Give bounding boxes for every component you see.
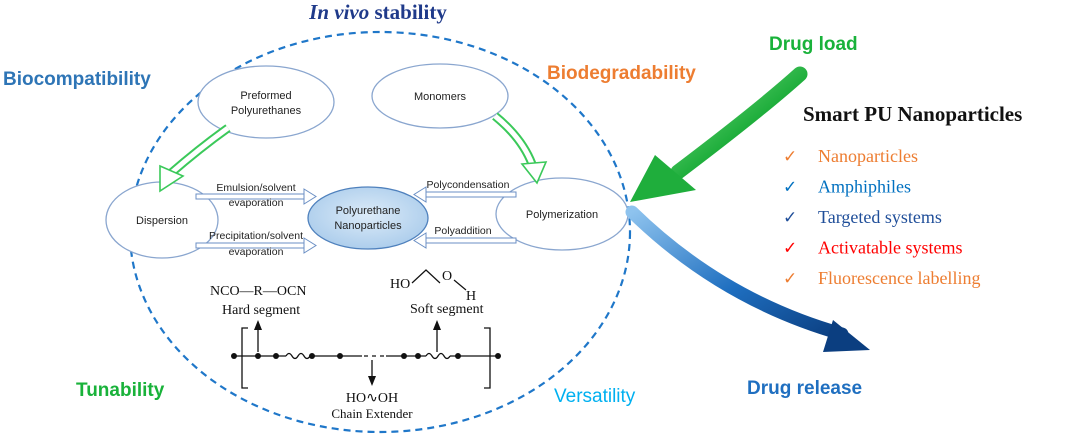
smart-feature-item: Targeted systems [818, 207, 942, 227]
smart-heading: Smart PU Nanoparticles [803, 102, 1022, 126]
check-icon: ✓ [783, 239, 797, 259]
title-italic: In vivo [308, 0, 369, 24]
center-line2: Nanoparticles [334, 220, 402, 232]
smart-feature-item: Nanoparticles [818, 146, 918, 166]
title-rest: stability [369, 0, 447, 24]
polycondensation-label: Polycondensation [427, 179, 510, 191]
polymerization-label: Polymerization [526, 209, 598, 221]
check-icon: ✓ [783, 178, 797, 198]
polymer-chain [231, 320, 501, 389]
drug-load-arrow [630, 66, 808, 202]
polyurethane-nanoparticles-node [307, 186, 429, 250]
emulsion-label-line1: Emulsion/solvent [216, 182, 295, 194]
polyaddition-arrow [413, 232, 517, 249]
monomers-label: Monomers [414, 91, 466, 103]
dispersion-label: Dispersion [136, 215, 188, 227]
emulsion-arrow [195, 188, 317, 205]
hard-segment-label: Hard segment [222, 303, 300, 318]
monomers-node [371, 63, 509, 129]
check-icon: ✓ [783, 269, 797, 289]
soft-h: H [466, 289, 476, 304]
emulsion-label-line2: evaporation [229, 197, 284, 209]
biocompatibility-label: Biocompatibility [3, 69, 151, 90]
drug-release-arrow [625, 205, 870, 352]
precipitation-label-line2: evaporation [229, 246, 284, 258]
check-icon: ✓ [783, 208, 797, 228]
smart-feature-item: Fluorescence labelling [818, 268, 980, 288]
soft-segment-structure: HO O H [390, 269, 476, 304]
biodegradability-label: Biodegradability [547, 63, 696, 84]
polyaddition-label: Polyaddition [434, 225, 491, 237]
drug-release-label: Drug release [747, 378, 862, 399]
hard-segment-formula: NCO—R—OCN [210, 284, 306, 299]
chain-extender-label: Chain Extender [331, 406, 413, 421]
preformed-line1: Preformed [240, 90, 291, 102]
precipitation-arrow [195, 237, 317, 254]
tunability-label: Tunability [76, 380, 165, 401]
versatility-label: Versatility [554, 386, 636, 407]
check-icon: ✓ [783, 147, 797, 167]
smart-feature-item: Activatable systems [818, 238, 962, 258]
soft-ho: HO [390, 277, 410, 292]
soft-segment-label: Soft segment [410, 302, 484, 317]
preformed-to-dispersion-arrow [159, 124, 231, 193]
center-line1: Polyurethane [336, 205, 401, 217]
title: In vivo stability [308, 0, 447, 24]
preformed-line2: Polyurethanes [231, 105, 302, 117]
monomers-to-polymerization-arrow [492, 112, 548, 185]
soft-o: O [442, 269, 452, 284]
precipitation-label-line1: Precipitation/solvent [209, 230, 303, 242]
preformed-polyurethanes-node [197, 65, 335, 139]
polycondensation-arrow [413, 186, 517, 203]
smart-feature-item: Amphiphiles [818, 177, 911, 197]
smart-feature-list: ✓ Nanoparticles ✓ Amphiphiles ✓ Targeted syst… [783, 146, 980, 289]
drug-load-label: Drug load [769, 34, 858, 55]
chain-extender-formula: HO∿OH [346, 391, 398, 406]
